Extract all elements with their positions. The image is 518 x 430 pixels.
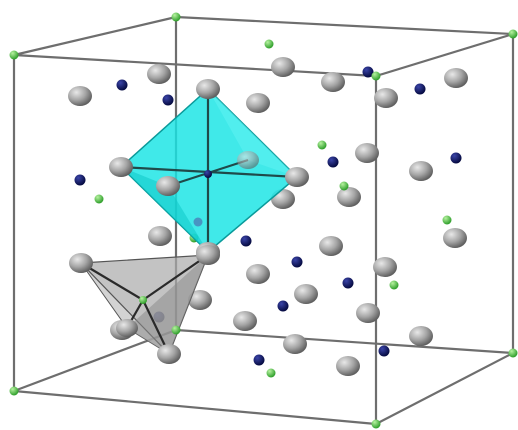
anion-atom <box>409 161 433 181</box>
anion-atom <box>147 64 171 84</box>
cell-edge <box>13 389 377 426</box>
anion-atom <box>68 86 92 106</box>
cell-edge <box>13 53 377 78</box>
cation-atom <box>74 174 86 186</box>
anion-atom <box>188 290 212 310</box>
tetrahedron-center-atom <box>139 296 147 304</box>
cation-atom <box>253 354 265 366</box>
anion-atom <box>246 264 270 284</box>
cation-atom <box>193 217 203 227</box>
cation-atom <box>116 79 128 91</box>
anion-atom <box>319 236 343 256</box>
tetrahedron-face <box>127 255 208 354</box>
anion-atom <box>233 311 257 331</box>
octahedron-vertex-atom <box>196 79 220 99</box>
octahedron-vertex-atom <box>109 157 133 177</box>
interstitial-atom <box>442 215 452 225</box>
cell-edge <box>175 15 514 36</box>
corner-atoms <box>9 12 518 429</box>
cell-edge <box>375 32 514 78</box>
cation-atom <box>240 235 252 247</box>
anion-atom <box>271 57 295 77</box>
corner-atom <box>9 50 19 60</box>
cell-edge <box>13 15 177 57</box>
unit-cell-frame <box>12 15 515 426</box>
cation-atom <box>342 277 354 289</box>
corner-atom <box>371 419 381 429</box>
bond <box>142 254 209 301</box>
anion-atom <box>444 68 468 88</box>
interstitial-atom <box>264 39 274 49</box>
cell-edge <box>375 352 514 425</box>
octahedron-center-atom <box>204 170 212 178</box>
anion-atom <box>336 356 360 376</box>
cation-atom <box>277 300 289 312</box>
cation-atom <box>378 345 390 357</box>
anion-atom <box>321 72 345 92</box>
anion-atom <box>283 334 307 354</box>
tetrahedron-vertex-atom <box>116 319 138 337</box>
corner-atom <box>9 386 19 396</box>
interstitial-atom <box>389 280 399 290</box>
anion-atom <box>355 143 379 163</box>
octahedron-face <box>121 167 208 252</box>
anion-atom <box>246 93 270 113</box>
tetrahedron-vertex-atom <box>196 245 220 265</box>
navy-cations <box>74 66 462 366</box>
corner-atom <box>171 12 181 22</box>
octahedron-vertex-atom <box>285 167 309 187</box>
cation-atom <box>162 94 174 106</box>
anion-atom <box>294 284 318 304</box>
cation-atom <box>414 83 426 95</box>
anion-atom <box>443 228 467 248</box>
anion-atom <box>356 303 380 323</box>
cation-atom <box>362 66 374 78</box>
octahedron-vertex-atom <box>156 176 180 196</box>
tetrahedron-vertex-atom <box>69 253 93 273</box>
octahedron-face <box>208 89 297 177</box>
cation-atom <box>327 156 339 168</box>
corner-atom <box>508 348 518 358</box>
bond <box>80 262 144 301</box>
anion-atom <box>373 257 397 277</box>
cation-atom <box>450 152 462 164</box>
interstitial-atom <box>317 140 327 150</box>
octahedron-vertex-atom <box>237 151 259 169</box>
corner-atom <box>371 71 381 81</box>
interstitial-atom <box>266 368 276 378</box>
tetrahedron-vertex-atom <box>157 344 181 364</box>
interstitial-atom <box>94 194 104 204</box>
octahedron <box>109 79 309 262</box>
anion-atom <box>374 88 398 108</box>
corner-atom <box>508 29 518 39</box>
cation-atom <box>291 256 303 268</box>
anion-atom <box>409 326 433 346</box>
anion-atom <box>148 226 172 246</box>
interstitial-atom <box>339 181 349 191</box>
anion-atom <box>337 187 361 207</box>
corner-atom <box>171 325 181 335</box>
cell-edge <box>175 328 514 355</box>
